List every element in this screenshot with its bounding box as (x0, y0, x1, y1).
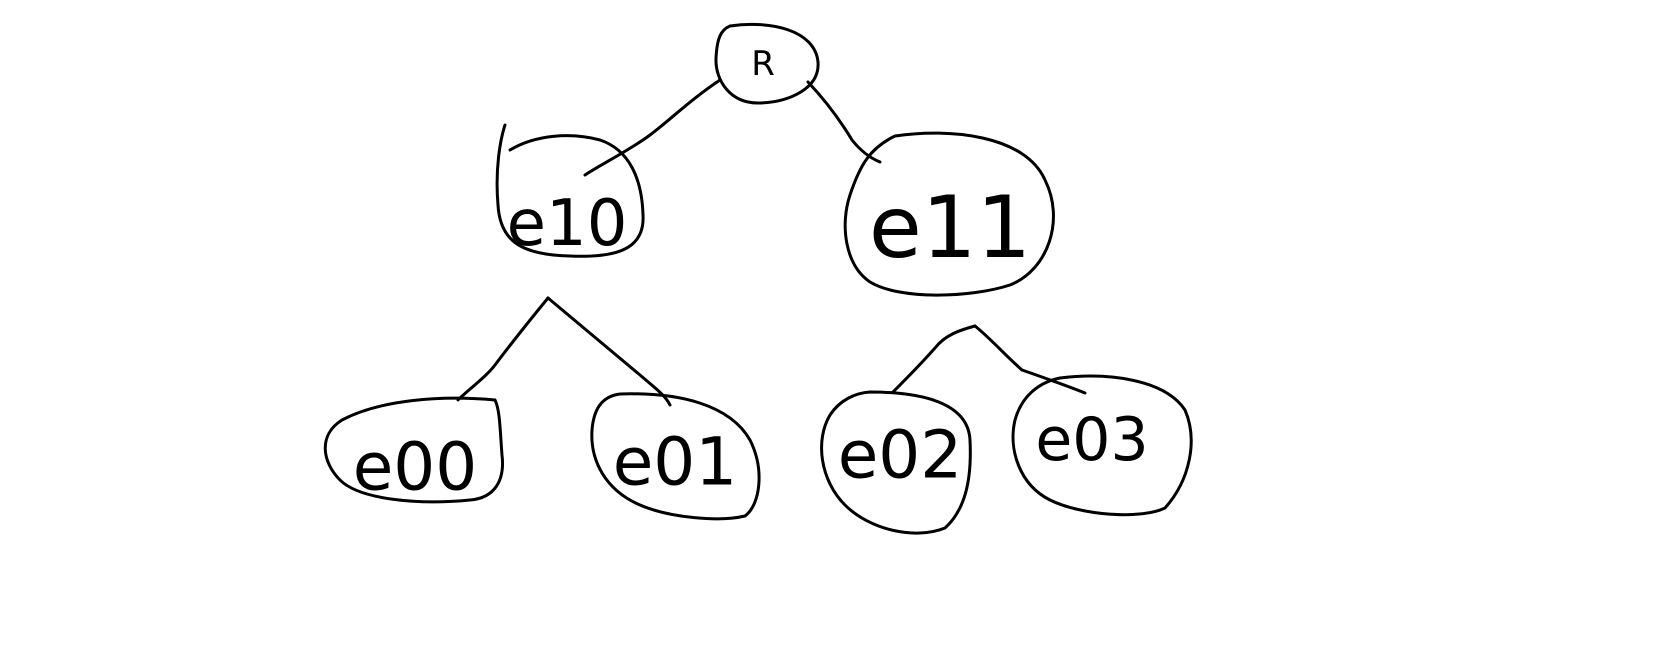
node-r-outline (714, 22, 820, 105)
node-e01-outline (590, 392, 761, 521)
node-e11: e11 (843, 131, 1055, 297)
edge-e11-e03 (973, 324, 1087, 395)
node-e00-label: e00 (353, 429, 478, 506)
node-r: R (714, 22, 820, 105)
edge-e10-e00 (456, 296, 550, 402)
edge-e11-e02 (891, 324, 977, 394)
node-e03-outline (1011, 374, 1193, 517)
node-e11-label: e11 (869, 178, 1031, 278)
node-e10-label: e10 (507, 187, 628, 261)
node-e01-label: e01 (613, 424, 738, 501)
node-e01: e01 (590, 392, 761, 521)
node-e02-outline (820, 390, 972, 535)
node-e10-outline (495, 123, 645, 258)
edges (456, 78, 1087, 407)
node-e11-outline (843, 131, 1055, 297)
node-e00: e00 (323, 396, 505, 506)
node-e02-label: e02 (838, 417, 963, 494)
nodes: R e10 e11 e00 e01 e02 e03 (323, 22, 1193, 535)
edge-e10-e01 (546, 296, 672, 407)
node-e10: e10 (495, 123, 645, 261)
node-r-label: R (751, 44, 775, 84)
edge-r-e11 (806, 80, 882, 164)
node-e00-outline (323, 396, 505, 504)
node-e02: e02 (820, 390, 972, 535)
node-e03: e03 (1011, 374, 1193, 517)
node-e03-label: e03 (1035, 405, 1148, 475)
edge-r-e10 (583, 78, 722, 177)
